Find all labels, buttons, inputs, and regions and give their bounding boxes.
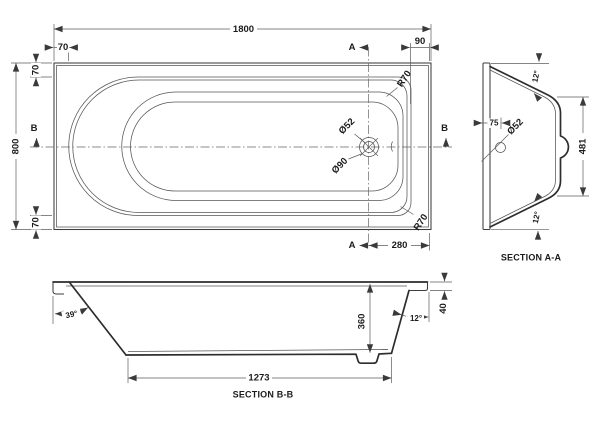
basin-floor-edge (130, 101, 399, 192)
dim-bb-foot-angle-text: 12° (410, 314, 422, 323)
dim-right-inset: 90 (401, 36, 439, 104)
basin-wall-lower (121, 91, 404, 201)
dim-aa-top-angle-text: 12° (530, 70, 541, 84)
arrow-line (392, 309, 402, 316)
drain-leader (481, 134, 509, 162)
text-mask (487, 118, 501, 128)
dim-rim-bottom-text: 70 (31, 217, 42, 228)
text-mask (408, 313, 424, 324)
dim-aa-bottom-angle-text: 12° (531, 211, 542, 225)
flange-edge (482, 62, 491, 231)
dim-right-inset-text: 90 (415, 36, 426, 47)
dim-rim-bottom: 70 (30, 206, 52, 239)
dim-bb-foot-angle: 12° (392, 292, 430, 324)
label-corner-radius-bottom: R70 (400, 206, 430, 233)
dim-aa-drain-offset: 75 (473, 117, 511, 129)
dim-bb-head-angle: 39° (52, 296, 89, 324)
basin-top-edge (72, 79, 408, 213)
dim-bb-rim-height-text: 40 (438, 303, 449, 314)
label-corner-radius-top: R70 (386, 69, 414, 97)
dim-end-inset-text: 70 (58, 42, 69, 53)
tub-rim-outer (53, 62, 432, 231)
section-outer-profile (489, 65, 570, 228)
drain-hole (495, 142, 506, 153)
dim-end-inset: 70 (44, 42, 78, 61)
arrow-line (533, 192, 543, 202)
dim-bb-depth: 360 (357, 283, 374, 353)
dim-rim-top: 70 (30, 53, 52, 87)
ext-line (430, 281, 452, 291)
base-line (125, 352, 393, 365)
dim-aa-drain-offset-text: 75 (490, 119, 499, 128)
section-bb-title: SECTION B-B (233, 390, 294, 400)
dim-overall-width-text: 800 (11, 139, 22, 155)
leader-line (400, 206, 414, 215)
section-aa-title: SECTION A-A (501, 253, 562, 263)
leader-line (348, 153, 363, 160)
dim-drain-to-end-text: 280 (392, 240, 408, 251)
section-marker-a-top: A (349, 42, 356, 53)
dim-aa-top-angle: 12° (491, 53, 549, 102)
head-wall-slope (69, 282, 127, 356)
text-mask (31, 215, 41, 230)
right-flange (409, 282, 429, 292)
text-mask (357, 310, 367, 333)
drain-recess-circle (359, 137, 379, 157)
rim-inner-contour (68, 76, 412, 216)
section-aa-view: Ø52 75 481 12° (473, 53, 589, 263)
label-recess-dia: Ø90 (330, 153, 363, 176)
leader-line (354, 133, 366, 143)
section-marker-b: B B (31, 123, 450, 148)
plan-view: 1800 70 90 A A (11, 24, 452, 251)
dim-bb-depth-text: 360 (357, 314, 368, 330)
drain-waste-circle (363, 141, 375, 153)
overflow-mark (390, 141, 393, 152)
left-flange (52, 282, 64, 295)
dim-overall-width: 800 (11, 62, 52, 230)
dim-overall-length: 1800 (53, 24, 432, 61)
dim-rim-top-text: 70 (31, 65, 42, 76)
dim-bb-base-length-text: 1273 (248, 373, 269, 384)
section-marker-a: A A (349, 42, 369, 251)
dim-bb-base-length: 1273 (127, 357, 392, 384)
arrow-line (78, 307, 89, 315)
dim-bb-rim-height: 40 (430, 272, 452, 314)
label-waste-dia-text: Ø52 (337, 116, 357, 136)
dim-aa-base-width: 481 (557, 96, 589, 197)
dim-drain-to-end: 280 (368, 233, 430, 251)
text-mask (31, 63, 41, 77)
label-corner-radius-top-text: R70 (395, 69, 414, 90)
text-mask (61, 307, 82, 322)
leader-line (386, 87, 398, 97)
foot-wall-slope (390, 289, 410, 355)
text-mask (57, 42, 69, 53)
ext-line (410, 43, 430, 104)
angle-arc (402, 314, 409, 318)
section-marker-b-right: B (441, 123, 448, 134)
dim-overall-length-text: 1800 (233, 24, 254, 35)
section-marker-a-bottom: A (349, 240, 356, 251)
arrow-line (533, 92, 543, 102)
dim-aa-bottom-angle: 12° (491, 192, 549, 240)
dim-bb-head-angle-text: 39° (65, 309, 79, 320)
section-inner-profile (489, 69, 556, 224)
inner-floor-line (127, 349, 389, 352)
section-bb-view: 39° 360 12° 40 (52, 272, 452, 400)
section-marker-b-left: B (31, 123, 38, 134)
tub-rim-inner-edge (56, 65, 429, 228)
dim-aa-base-width-text: 481 (578, 138, 589, 155)
label-recess-dia-text: Ø90 (330, 156, 350, 176)
label-aa-drain-dia: Ø52 (505, 117, 525, 137)
